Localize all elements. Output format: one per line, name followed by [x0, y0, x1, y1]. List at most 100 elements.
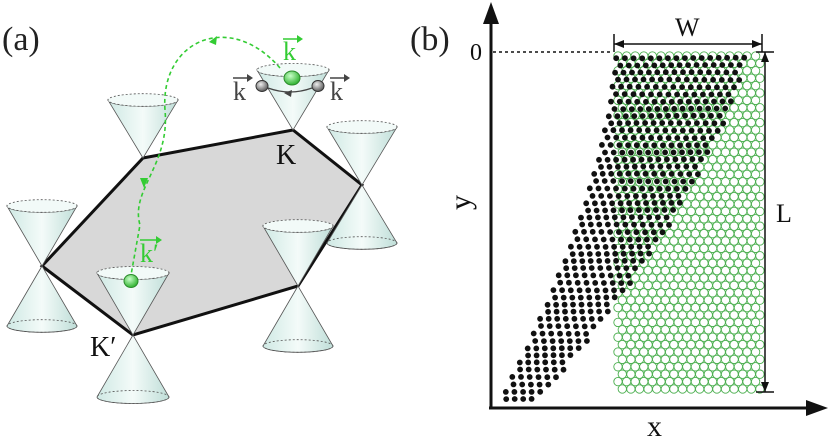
strained-atom — [573, 323, 579, 330]
pristine-ring — [699, 362, 709, 372]
strained-atom — [525, 366, 532, 373]
y-origin-tick-label: 0 — [470, 40, 482, 66]
strained-atom — [578, 301, 585, 308]
pristine-ring — [686, 354, 696, 365]
pristine-ring — [664, 332, 675, 342]
pristine-ring — [613, 317, 623, 328]
strained-atom — [634, 98, 641, 105]
strained-atom — [591, 171, 598, 177]
pristine-ring — [712, 280, 722, 291]
strained-atom — [611, 243, 617, 250]
strained-atom — [651, 170, 658, 177]
strained-atom — [542, 352, 548, 359]
intravalley-left-label: k — [233, 74, 253, 106]
strained-atom — [609, 236, 616, 243]
strained-atom — [628, 243, 635, 250]
strained-atom — [581, 272, 588, 279]
pristine-ring — [755, 88, 765, 98]
strained-atom — [519, 381, 526, 388]
pristine-ring — [673, 243, 683, 254]
pristine-ring — [690, 302, 701, 313]
strained-atom — [643, 200, 649, 207]
pristine-ring — [703, 310, 713, 320]
strained-atom — [736, 62, 743, 68]
strained-atom — [665, 185, 672, 192]
strained-atom — [565, 330, 572, 337]
pristine-ring — [729, 325, 739, 335]
strained-atom — [698, 55, 705, 61]
y-axis-arrowhead — [483, 2, 499, 24]
strained-atom — [672, 156, 679, 163]
strained-atom — [685, 142, 692, 149]
pristine-ring — [750, 302, 761, 313]
strained-atom — [634, 200, 641, 207]
strained-atom — [546, 323, 553, 329]
strained-atom — [694, 120, 700, 126]
strained-atom — [697, 69, 704, 76]
pristine-ring — [729, 117, 739, 128]
strained-atom — [536, 381, 543, 388]
strained-atom — [595, 251, 602, 257]
strained-atom — [609, 280, 616, 286]
pristine-ring — [686, 325, 696, 335]
pristine-ring — [695, 384, 705, 394]
pristine-ring — [755, 280, 765, 291]
strained-atom — [648, 185, 654, 192]
strained-atom — [732, 54, 739, 61]
pristine-ring — [750, 140, 761, 150]
strained-atom — [559, 359, 566, 366]
strained-atom — [567, 352, 574, 358]
strained-atom — [571, 315, 578, 322]
strained-atom — [660, 98, 666, 105]
strained-atom — [604, 185, 611, 192]
strained-atom — [661, 207, 668, 213]
pristine-ring — [630, 332, 640, 342]
strained-atom — [525, 352, 531, 359]
strained-atom — [528, 389, 535, 395]
pristine-ring — [643, 339, 653, 350]
pristine-ring — [682, 228, 692, 239]
pristine-ring — [690, 273, 701, 283]
strained-atom — [656, 91, 663, 98]
pristine-ring — [686, 384, 696, 394]
strained-atom — [682, 55, 688, 61]
strained-atom — [545, 381, 552, 388]
strained-atom — [625, 170, 632, 177]
strained-atom — [624, 229, 631, 236]
strained-atom — [542, 359, 549, 366]
strained-atom — [510, 381, 517, 388]
strained-atom — [555, 323, 562, 329]
pristine-ring — [725, 347, 735, 357]
pristine-ring — [682, 362, 692, 372]
pristine-ring — [643, 295, 653, 305]
pristine-ring — [656, 376, 666, 387]
pristine-ring — [699, 184, 709, 194]
pristine-ring — [716, 140, 726, 150]
strained-atom — [681, 156, 687, 163]
strained-atom — [613, 134, 620, 141]
x-axis-label: x — [647, 410, 662, 438]
strained-atom — [629, 214, 635, 221]
strained-atom — [620, 250, 627, 257]
strained-atom — [603, 301, 610, 308]
strained-atom — [616, 120, 623, 127]
pristine-ring — [750, 288, 761, 298]
strained-atom — [619, 149, 626, 156]
strained-atom — [567, 345, 574, 352]
strained-atom — [668, 200, 675, 206]
strained-atom — [593, 178, 599, 184]
pristine-ring — [669, 325, 679, 335]
pristine-ring — [682, 376, 692, 387]
strained-atom — [714, 84, 720, 91]
pristine-ring — [755, 191, 765, 202]
pristine-ring — [652, 354, 662, 365]
pristine-ring — [733, 169, 744, 180]
pristine-ring — [703, 162, 713, 172]
pristine-ring — [690, 317, 701, 328]
strained-atom — [662, 106, 669, 112]
strained-atom — [595, 301, 602, 308]
strained-atom — [625, 98, 632, 105]
pristine-ring — [669, 339, 679, 350]
pristine-ring — [673, 376, 683, 387]
pristine-ring — [742, 317, 752, 328]
